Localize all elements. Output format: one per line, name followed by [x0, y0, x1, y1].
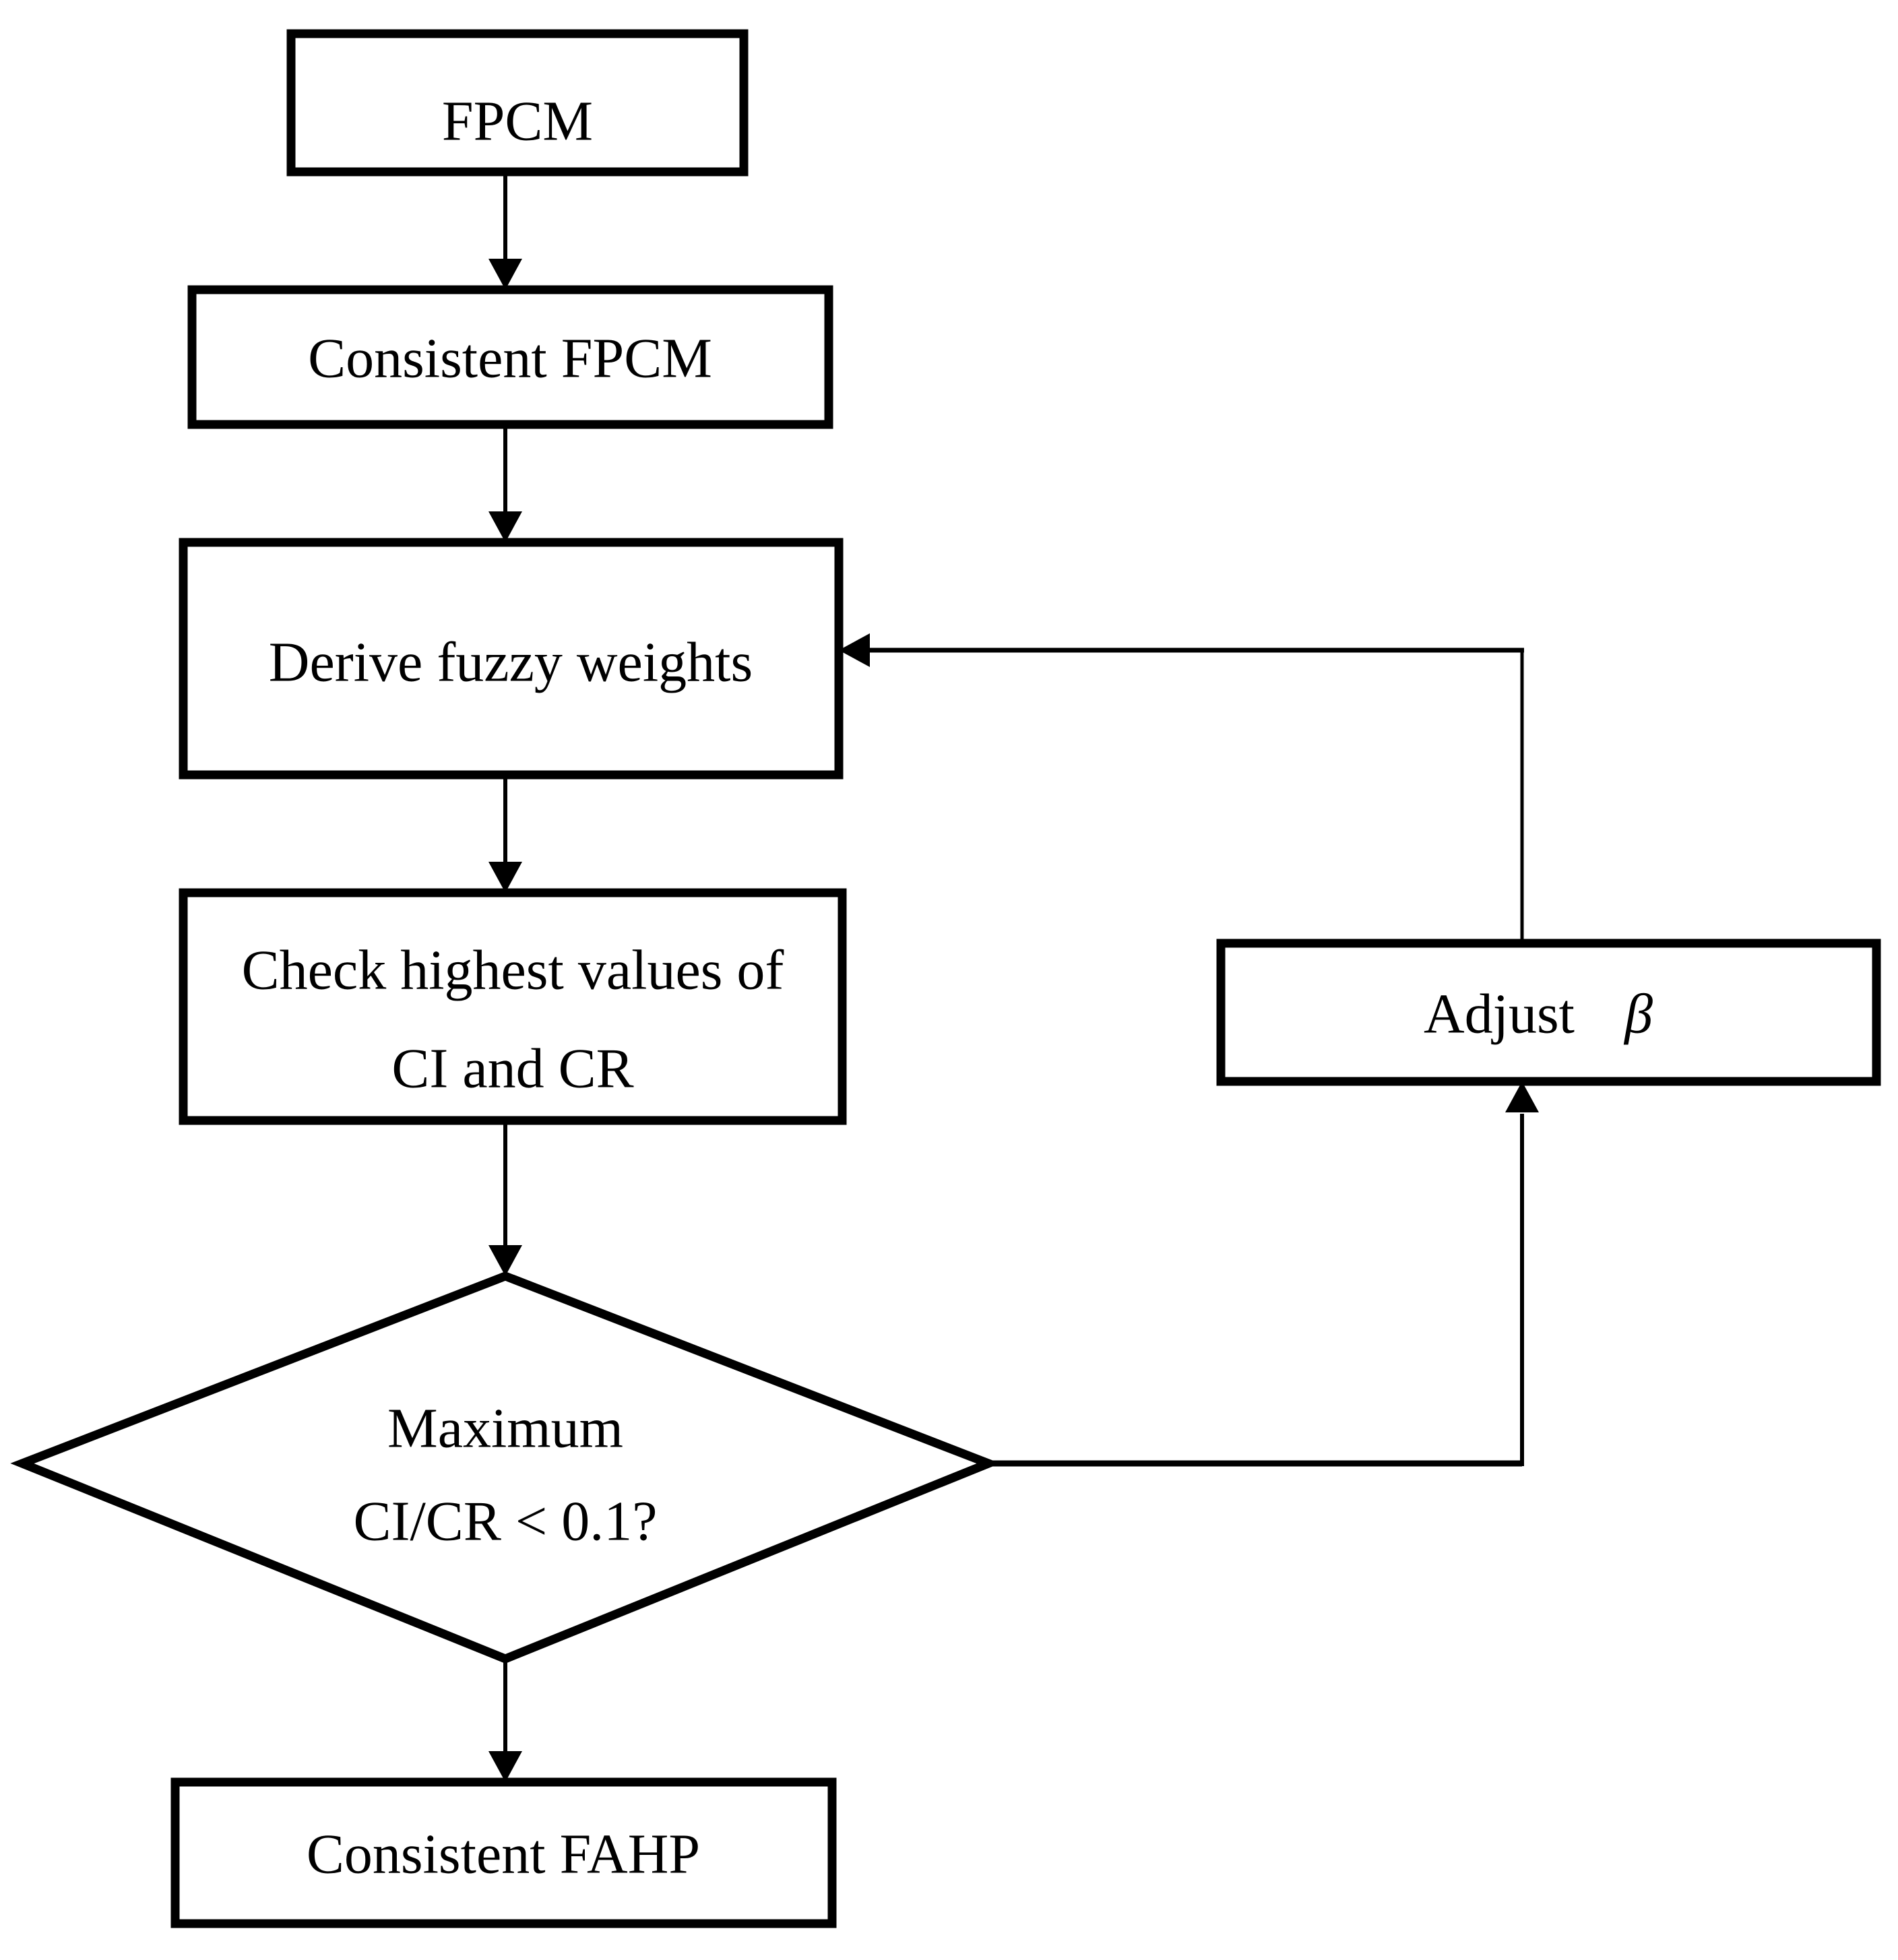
node-check-values: Check highest values of CI and CR	[179, 888, 847, 1125]
arrowhead-down-icon	[488, 511, 522, 542]
node-fpcm-label: FPCM	[442, 90, 593, 153]
node-derive-fuzzy-weights-box	[179, 538, 844, 780]
edge-fpcm-to-consistent-fpcm	[488, 172, 522, 290]
arrowhead-down-icon	[488, 1751, 522, 1782]
node-consistent-fpcm-label: Consistent FPCM	[308, 327, 712, 390]
node-adjust-beta-box	[1216, 939, 1881, 1086]
node-fpcm: FPCM	[286, 29, 749, 177]
node-derive-fuzzy-weights: Derive fuzzy weights	[179, 538, 844, 780]
node-consistent-fpcm-box	[187, 285, 833, 429]
arrowhead-down-icon	[488, 259, 522, 290]
nodes-layer: FPCM Consistent FPCM Derive fuzzy weight…	[10, 29, 1881, 1928]
node-check-values-label-line2: CI and CR	[391, 1038, 633, 1100]
node-fpcm-box	[286, 29, 749, 177]
node-check-values-label-line1: Check highest values of	[242, 939, 784, 1002]
arrowhead-down-icon	[488, 1245, 522, 1276]
edge-decision-to-consistent-fahp	[488, 1659, 522, 1782]
edge-adjust-to-derive	[839, 633, 1524, 943]
edge-decision-to-adjust	[988, 1081, 1539, 1467]
node-consistent-fahp: Consistent FAHP	[170, 1777, 837, 1928]
edge-derive-to-check	[488, 775, 522, 893]
node-consistent-fahp-label: Consistent FAHP	[307, 1823, 700, 1886]
arrowhead-down-icon	[488, 862, 522, 893]
node-adjust-beta-label: Adjust	[1424, 983, 1575, 1046]
node-consistent-fahp-box	[170, 1777, 837, 1928]
node-consistent-fpcm: Consistent FPCM	[187, 285, 833, 429]
edge-check-to-decision	[488, 1120, 522, 1276]
node-decision-label-line2: CI/CR < 0.1?	[353, 1490, 657, 1553]
node-derive-fuzzy-weights-label: Derive fuzzy weights	[269, 631, 753, 694]
node-decision-max-cicr: Maximum CI/CR < 0.1?	[10, 1271, 1001, 1664]
node-check-values-box	[179, 888, 847, 1125]
arrowhead-up-icon	[1505, 1081, 1539, 1112]
edges-layer	[488, 172, 1539, 1782]
node-decision-diamond	[10, 1271, 1001, 1664]
node-decision-label-line1: Maximum	[387, 1397, 623, 1460]
node-adjust-beta: Adjust β	[1216, 939, 1881, 1086]
arrowhead-left-icon	[839, 633, 870, 667]
node-adjust-beta-symbol: β	[1623, 983, 1653, 1046]
edge-consistent-fpcm-to-derive	[488, 424, 522, 542]
